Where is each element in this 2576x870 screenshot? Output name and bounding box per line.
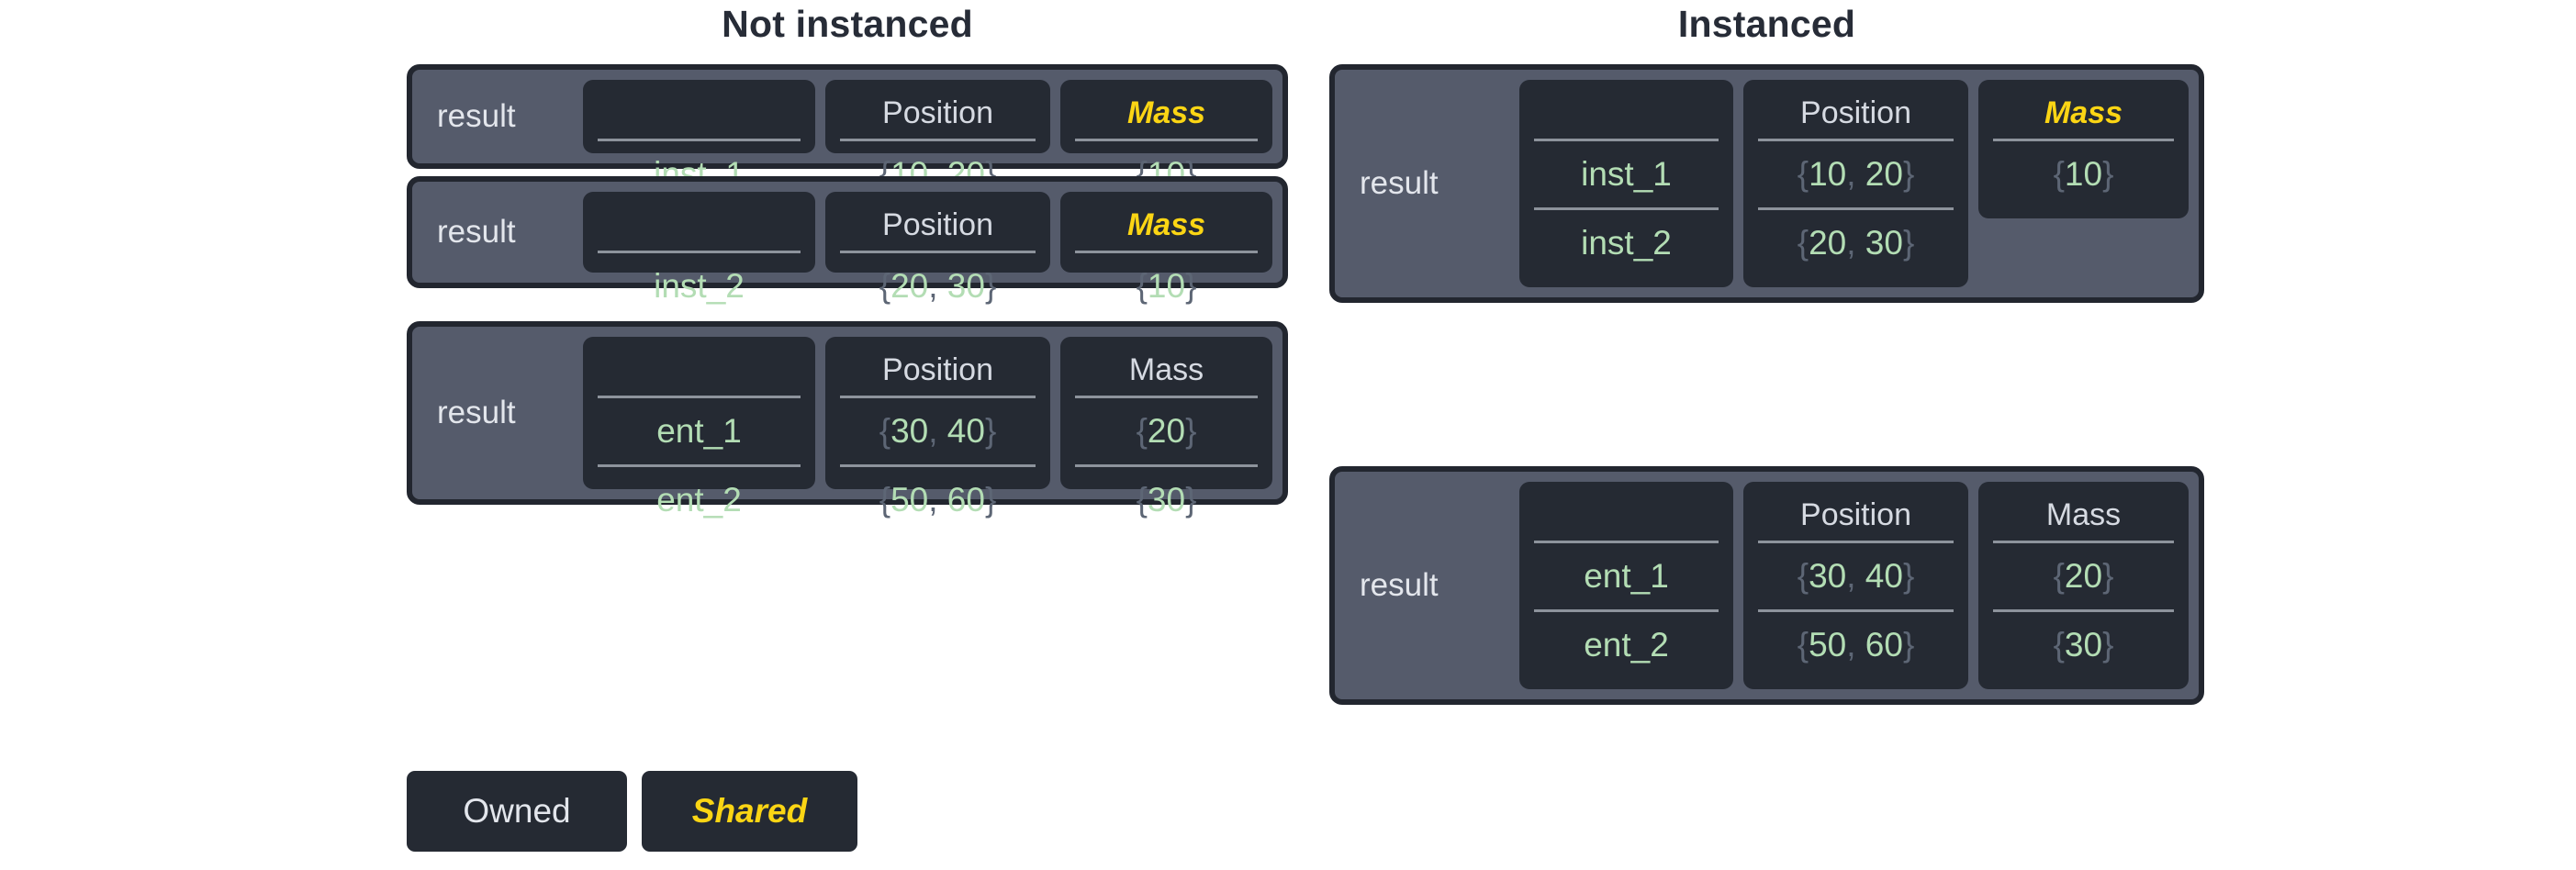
table-cell: {10} (1993, 139, 2174, 207)
entity-name-column: inst_1 (583, 80, 815, 193)
result-card: result inst_2 Position {20, 30} Mass {10… (407, 176, 1288, 305)
mass-column: Mass {10} (1060, 80, 1272, 193)
mass-column: Mass {20} {30} (1978, 482, 2189, 689)
table-cell: {30, 40} (840, 396, 1036, 464)
entity-name-column: ent_1 ent_2 (1519, 482, 1733, 689)
mass-column: Mass {20} {30} (1060, 337, 1272, 519)
position-column: Position {10, 20} {20, 30} (1743, 80, 1968, 287)
column-header (598, 344, 801, 396)
table-cell: {20, 30} (840, 251, 1036, 319)
column-header (1534, 87, 1719, 139)
table-cell: {30} (1993, 609, 2174, 678)
card-label: result (437, 214, 516, 250)
column-header: Mass (2045, 497, 2122, 532)
position-column: Position {10, 20} (825, 80, 1050, 193)
column-header (598, 87, 801, 139)
table-cell: {10} (1075, 251, 1258, 319)
position-column: Position {30, 40} {50, 60} (825, 337, 1050, 519)
table-cell: inst_1 (1534, 139, 1719, 207)
table-cell: ent_2 (1534, 609, 1719, 678)
column-group: inst_2 Position {20, 30} Mass {10} (583, 192, 1272, 305)
column-header (598, 199, 801, 251)
mass-column: Mass {10} (1978, 80, 2189, 218)
column-header: Mass (2044, 95, 2123, 130)
table-cell: {50, 60} (1758, 609, 1954, 678)
result-card: result ent_1 ent_2 Position {30, 40} {50… (1329, 466, 2204, 705)
section-title-instanced: Instanced (1677, 3, 1856, 45)
card-label: result (437, 395, 516, 430)
entity-name-column: inst_2 (583, 192, 815, 305)
column-group: ent_1 ent_2 Position {30, 40} {50, 60} M… (583, 337, 1272, 519)
table-cell: ent_2 (598, 464, 801, 533)
result-card: result ent_1 ent_2 Position {30, 40} {50… (407, 321, 1288, 519)
column-header: Mass (1126, 95, 1206, 130)
table-cell: ent_1 (1534, 541, 1719, 609)
table-cell: inst_2 (1534, 207, 1719, 276)
table-cell: {30} (1075, 464, 1258, 533)
column-header: Mass (1126, 207, 1206, 242)
result-card: result inst_1 inst_2 Position {10, 20} {… (1329, 64, 2204, 303)
table-cell: {20} (1993, 541, 2174, 609)
table-cell: ent_1 (598, 396, 801, 464)
column-header: Position (1800, 95, 1911, 130)
card-label: result (1360, 165, 1439, 201)
legend-shared-chip: Shared (642, 771, 857, 852)
position-column: Position {20, 30} (825, 192, 1050, 305)
table-cell: {20} (1075, 396, 1258, 464)
column-group: inst_1 inst_2 Position {10, 20} {20, 30}… (1519, 80, 2189, 287)
section-title-not-instanced: Not instanced (722, 3, 973, 45)
table-cell: {50, 60} (840, 464, 1036, 533)
column-header: Position (882, 352, 993, 387)
column-header: Position (882, 207, 993, 242)
table-cell: {20, 30} (1758, 207, 1954, 276)
table-cell: {10, 20} (1758, 139, 1954, 207)
card-label: result (437, 98, 516, 134)
legend-owned-chip: Owned (407, 771, 627, 852)
column-header (1534, 489, 1719, 541)
entity-name-column: ent_1 ent_2 (583, 337, 815, 519)
column-header: Position (1800, 497, 1911, 532)
position-column: Position {30, 40} {50, 60} (1743, 482, 1968, 689)
column-header: Mass (1128, 352, 1204, 387)
table-cell: {30, 40} (1758, 541, 1954, 609)
result-card: result inst_1 Position {10, 20} Mass {10… (407, 64, 1288, 193)
mass-column: Mass {10} (1060, 192, 1272, 305)
entity-name-column: inst_1 inst_2 (1519, 80, 1733, 287)
table-cell: inst_2 (598, 251, 801, 319)
column-group: inst_1 Position {10, 20} Mass {10} (583, 80, 1272, 193)
column-header: Position (882, 95, 993, 130)
card-label: result (1360, 567, 1439, 603)
legend: Owned Shared (407, 771, 857, 852)
column-group: ent_1 ent_2 Position {30, 40} {50, 60} M… (1519, 482, 2189, 689)
